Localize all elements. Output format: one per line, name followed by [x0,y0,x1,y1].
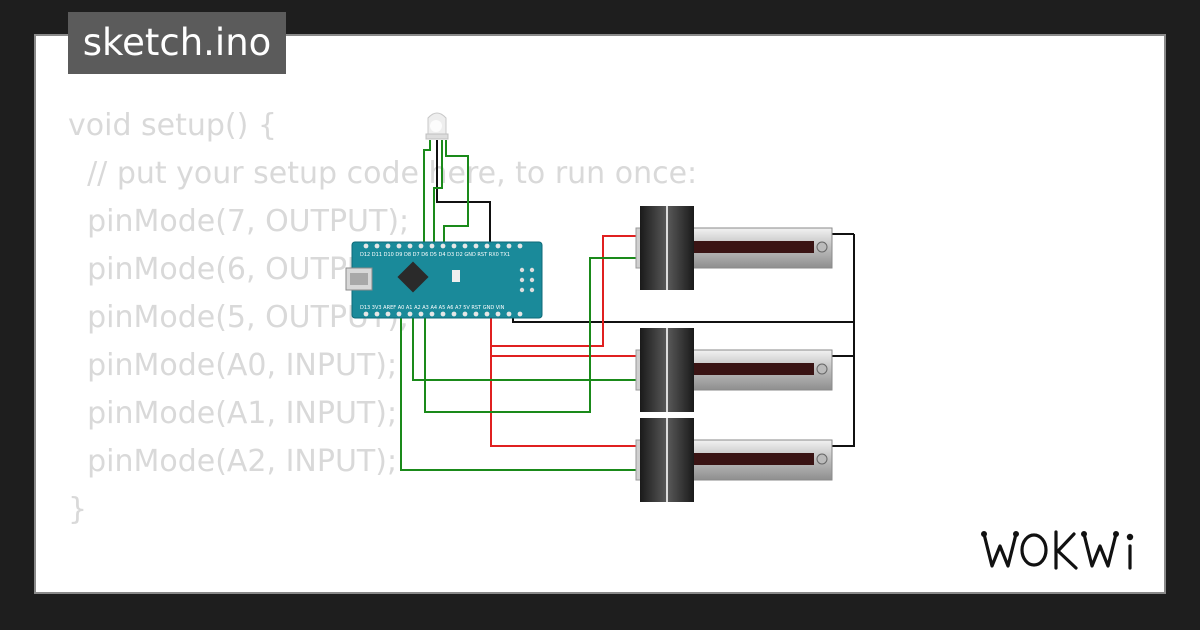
header-pin[interactable] [374,243,380,249]
header-pin[interactable] [506,243,512,249]
icsp-header [519,267,535,293]
code-editor: void setup() { // put your setup code he… [68,102,697,592]
slider-wire-a2[interactable] [400,314,637,471]
analog-wires [400,257,637,471]
led-ground-wire[interactable] [436,140,491,246]
header-pin[interactable] [396,311,402,317]
slide-potentiometer-2[interactable] [635,328,833,412]
header-pin[interactable] [385,311,391,317]
header-pin[interactable] [473,243,479,249]
header-pin[interactable] [484,311,490,317]
file-tab[interactable]: sketch.ino [68,12,286,74]
header-pin[interactable] [462,243,468,249]
code-line: } [68,492,88,527]
header-pin[interactable] [473,311,479,317]
led-wire-d7[interactable] [423,140,431,246]
microcontroller-chip [397,261,429,293]
header-pin[interactable] [396,243,402,249]
power-wires [490,235,637,447]
code-line: pinMode(7, OUTPUT); [68,204,410,239]
header-pin[interactable] [363,311,369,317]
top-pin-header [363,243,523,249]
header-pin[interactable] [407,243,413,249]
code-line: pinMode(A1, INPUT); [68,396,398,431]
power-wire-1[interactable] [490,235,637,347]
code-line: void loop() { [68,582,697,592]
header-pin[interactable] [385,243,391,249]
header-pin[interactable] [418,311,424,317]
slide-potentiometer-1[interactable] [635,206,833,290]
code-line: pinMode(A2, INPUT); [68,444,398,479]
header-pin[interactable] [451,243,457,249]
power-wire-3[interactable] [490,356,637,447]
rgb-led[interactable] [425,112,449,140]
header-pin[interactable] [363,243,369,249]
header-pin[interactable] [462,311,468,317]
header-pin[interactable] [495,311,501,317]
slider-wire-a1[interactable] [412,314,637,381]
bottom-pin-header [363,311,523,317]
header-pin[interactable] [484,243,490,249]
led-wire-d6[interactable] [433,140,443,246]
header-pin[interactable] [451,311,457,317]
led-wire-d5[interactable] [443,140,469,246]
header-pin[interactable] [495,243,501,249]
power-wire-2[interactable] [490,346,637,357]
header-pin[interactable] [374,311,380,317]
header-pin[interactable] [407,311,413,317]
arduino-nano-board[interactable]: D12 D11 D10 D9 D8 D7 D6 D5 D4 D3 D2 GND … [345,241,543,319]
code-line: pinMode(A0, INPUT); [68,348,398,383]
header-pin[interactable] [440,311,446,317]
wokwi-logo [981,530,1134,570]
header-pin[interactable] [440,243,446,249]
header-pin[interactable] [517,243,523,249]
header-pin[interactable] [517,311,523,317]
bottom-pin-labels: D13 3V3 AREF A0 A1 A2 A3 A4 A5 A6 A7 5V … [360,305,505,311]
led-signal-wires [423,140,469,246]
reset-button[interactable] [452,270,460,282]
slide-potentiometer-3[interactable] [635,418,833,502]
ground-wire-3[interactable] [830,356,855,447]
header-pin[interactable] [506,311,512,317]
top-pin-labels: D12 D11 D10 D9 D8 D7 D6 D5 D4 D3 D2 GND … [360,252,510,258]
code-line: void setup() { [68,108,277,143]
header-pin[interactable] [418,243,424,249]
header-pin[interactable] [429,311,435,317]
header-pin[interactable] [429,243,435,249]
preview-card: void setup() { // put your setup code he… [36,36,1164,592]
